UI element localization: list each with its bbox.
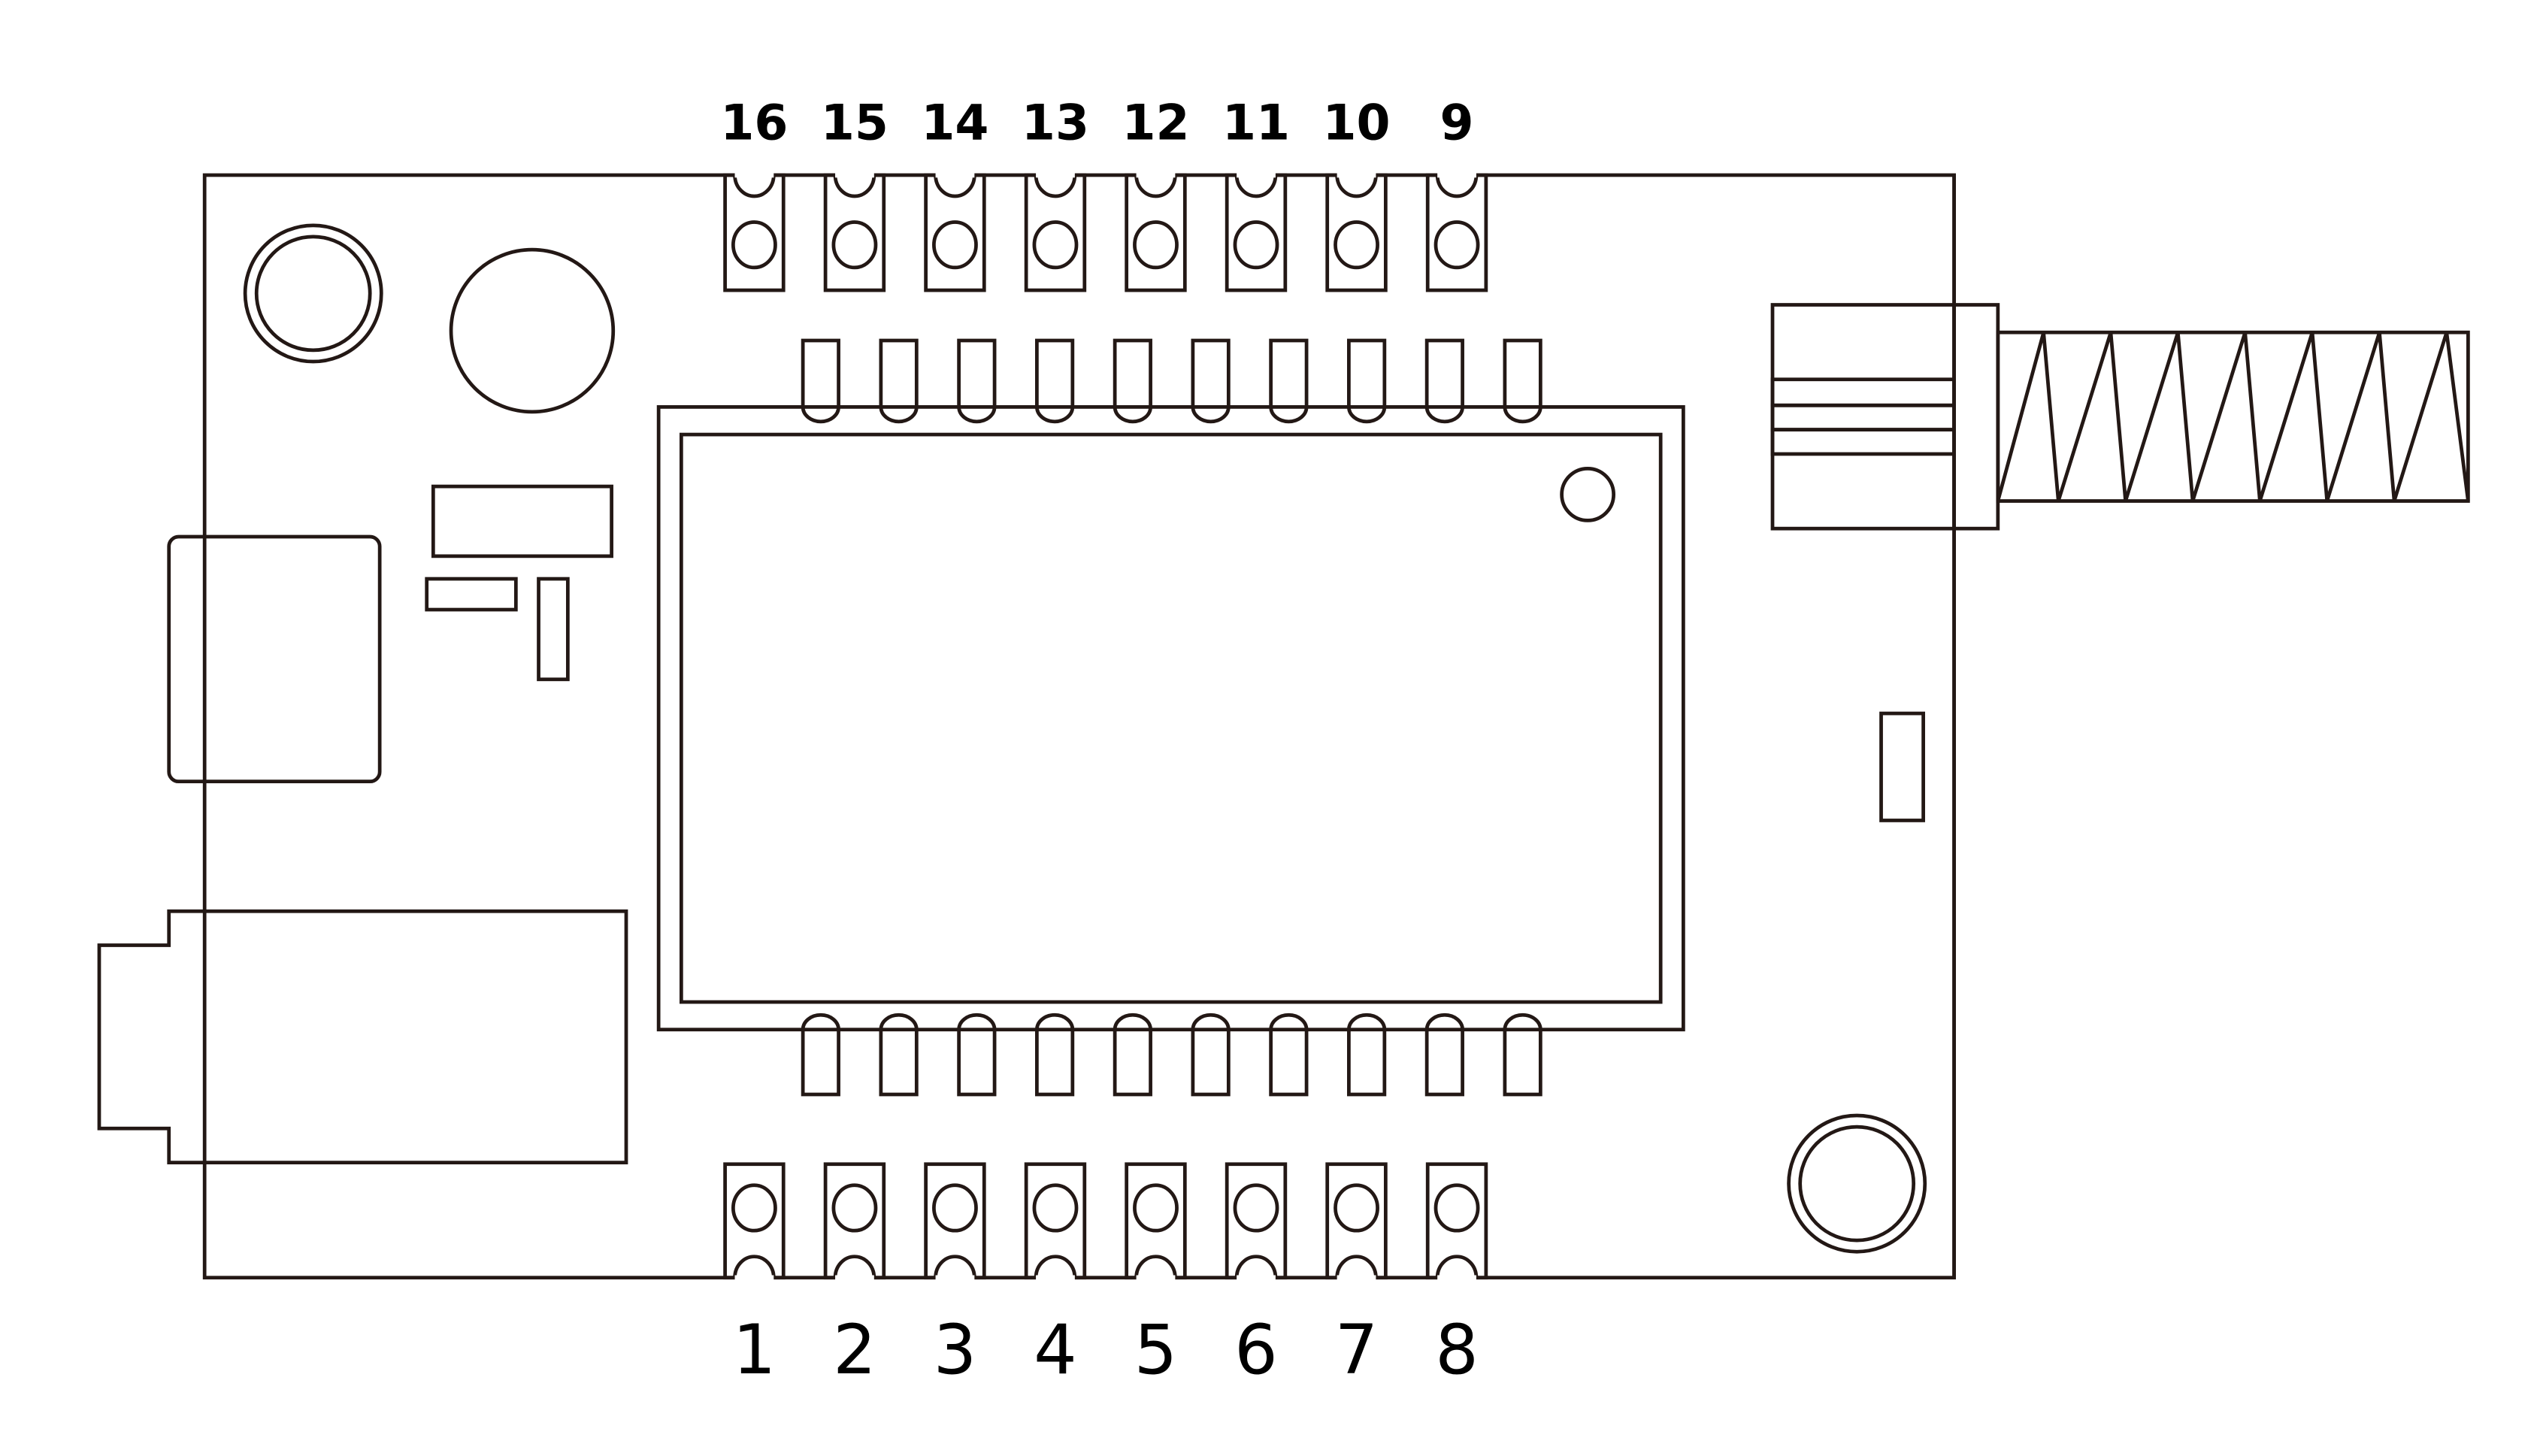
mounting-hole-bottom-right (1787, 1113, 1927, 1254)
chip-pad (1503, 338, 1542, 424)
usb-connector (167, 534, 382, 784)
pin-label: 10 (1323, 95, 1391, 152)
header-pin (1225, 1162, 1288, 1280)
chip-pad (1424, 338, 1464, 424)
smd-component-large (431, 484, 613, 558)
pin-label: 4 (1034, 1311, 1077, 1390)
chip-pad (1035, 338, 1075, 424)
header-pin (1125, 1162, 1187, 1280)
chip-pad (957, 338, 997, 424)
header-pin (1125, 172, 1187, 292)
chip-pad (879, 338, 919, 424)
header-pin (723, 1162, 786, 1280)
chip-pad (1191, 338, 1231, 424)
chip-pad (879, 1013, 919, 1097)
header-pin (1024, 172, 1087, 292)
header-pin (823, 1162, 886, 1280)
mounting-hole-top-left (243, 223, 383, 364)
chip-pad (1347, 338, 1387, 424)
pin-label: 12 (1122, 95, 1189, 152)
header-pin (723, 172, 786, 292)
pin-label: 5 (1134, 1311, 1178, 1390)
smd-component-right (1879, 711, 1925, 822)
header-pin (1325, 1162, 1388, 1280)
chip-pad (801, 1013, 840, 1097)
header-pins-bottom (723, 1162, 1488, 1280)
chip-pad (1035, 1013, 1075, 1097)
antenna-coil (1996, 330, 2470, 503)
header-pin (924, 1162, 986, 1280)
header-pin (1024, 1162, 1087, 1280)
pin-label: 14 (921, 95, 988, 152)
header-pin (924, 172, 986, 292)
coil-winding (1996, 331, 2470, 502)
chip-pad (1191, 1013, 1231, 1097)
header-pin (1425, 172, 1488, 292)
header-pin (1425, 1162, 1488, 1280)
pin-label: 11 (1222, 95, 1290, 152)
pin1-marker (1560, 467, 1616, 522)
chip-pads-top (801, 338, 1542, 424)
chip-pad (957, 1013, 997, 1097)
pin-label: 1 (733, 1311, 777, 1390)
pin-label: 7 (1335, 1311, 1379, 1390)
buzzer-component (449, 247, 616, 414)
chip-pad (1424, 1013, 1464, 1097)
pin-label: 15 (821, 95, 889, 152)
pin-label: 16 (720, 95, 788, 152)
chip-pad (1347, 1013, 1387, 1097)
pin-label: 9 (1440, 95, 1474, 152)
antenna-connector (1770, 174, 2000, 1278)
chip-pads-bottom (801, 1013, 1542, 1097)
pin-label: 2 (833, 1311, 876, 1390)
chip-pad (1113, 338, 1152, 424)
rf-module-chip (656, 405, 1685, 1032)
header-pin (823, 172, 886, 292)
chip-pad (1269, 1013, 1309, 1097)
pin-label: 6 (1234, 1311, 1278, 1390)
smd-resistor (425, 577, 518, 612)
pin-labels-top: 16 15 14 13 12 11 10 9 (720, 95, 1473, 152)
pcb-board-outline (202, 173, 1956, 1280)
header-pin (1325, 172, 1388, 292)
chip-pad (1503, 1013, 1542, 1097)
pin-label: 13 (1022, 95, 1089, 152)
header-pins-top (723, 172, 1488, 292)
pin-label: 3 (934, 1311, 977, 1390)
power-jack (97, 909, 628, 1164)
chip-pad (1269, 338, 1309, 424)
chip-pad (1113, 1013, 1152, 1097)
chip-pad (801, 338, 840, 424)
smd-capacitor (537, 577, 570, 682)
pin-label: 8 (1435, 1311, 1479, 1390)
header-pin (1225, 172, 1288, 292)
